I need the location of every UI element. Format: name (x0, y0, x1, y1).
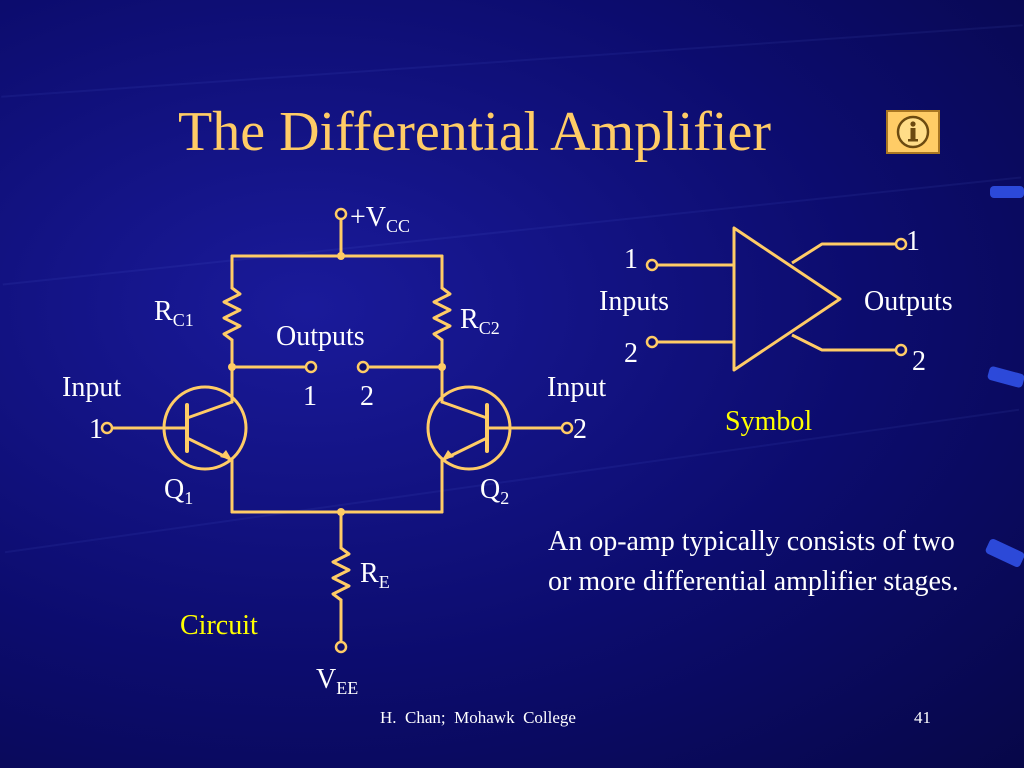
symbol-inputs-label: Inputs (599, 286, 669, 317)
info-button[interactable] (886, 110, 940, 154)
q2-label: Q2 (480, 474, 509, 508)
symbol-input1-terminal (645, 258, 659, 272)
info-icon (896, 115, 930, 149)
rc2-resistor (432, 286, 452, 342)
rc1-resistor (222, 286, 242, 342)
output1-label: 1 (303, 381, 317, 412)
slide-title: The Differential Amplifier (178, 101, 771, 163)
junction-dot (228, 363, 236, 371)
output2-label: 2 (360, 381, 374, 412)
vee-terminal (334, 640, 348, 654)
q1-label: Q1 (164, 474, 193, 508)
symbol-output2-wire (791, 333, 896, 352)
vcc-label: +VCC (350, 202, 410, 236)
symbol-output1-terminal (894, 237, 908, 251)
rc1-label: RC1 (154, 296, 194, 330)
re-label: RE (360, 558, 390, 592)
opamp-symbol (656, 226, 896, 372)
symbol-output1-label: 1 (906, 226, 920, 257)
junction-dot (337, 508, 345, 516)
input-left-number: 1 (89, 414, 103, 445)
re-resistor (331, 546, 351, 602)
input-left-label: Input (62, 372, 121, 403)
symbol-input2-terminal (645, 335, 659, 349)
input1-terminal (100, 421, 114, 435)
output2-terminal (356, 360, 370, 374)
vee-label: VEE (316, 664, 358, 698)
circuit-caption: Circuit (180, 610, 258, 641)
input2-terminal (560, 421, 574, 435)
symbol-output2-terminal (894, 343, 908, 357)
q1-collector (185, 400, 234, 420)
symbol-outputs-label: Outputs (864, 286, 953, 317)
symbol-caption: Symbol (725, 406, 812, 437)
q2-collector (440, 400, 489, 420)
rc2-label: RC2 (460, 304, 500, 338)
symbol-output1-wire (791, 242, 896, 265)
symbol-input2-label: 2 (624, 338, 638, 369)
q1-emitter-arrow (220, 450, 232, 460)
opamp-triangle (732, 226, 842, 372)
footer-credit: H. Chan; Mohawk College (380, 708, 576, 727)
input-right-number: 2 (573, 414, 587, 445)
input-right-label: Input (547, 372, 606, 403)
symbol-input1-label: 1 (624, 244, 638, 275)
junction-dot (438, 363, 446, 371)
output1-terminal (304, 360, 318, 374)
description-text: An op-amp typically consists of two or m… (548, 526, 959, 597)
outputs-label: Outputs (276, 321, 365, 352)
junction-dot (337, 252, 345, 260)
page-number: 41 (914, 708, 931, 727)
decorative-streak (990, 186, 1024, 198)
vcc-terminal (334, 207, 348, 221)
symbol-output2-label: 2 (912, 346, 926, 377)
q2-emitter-arrow (442, 450, 454, 460)
